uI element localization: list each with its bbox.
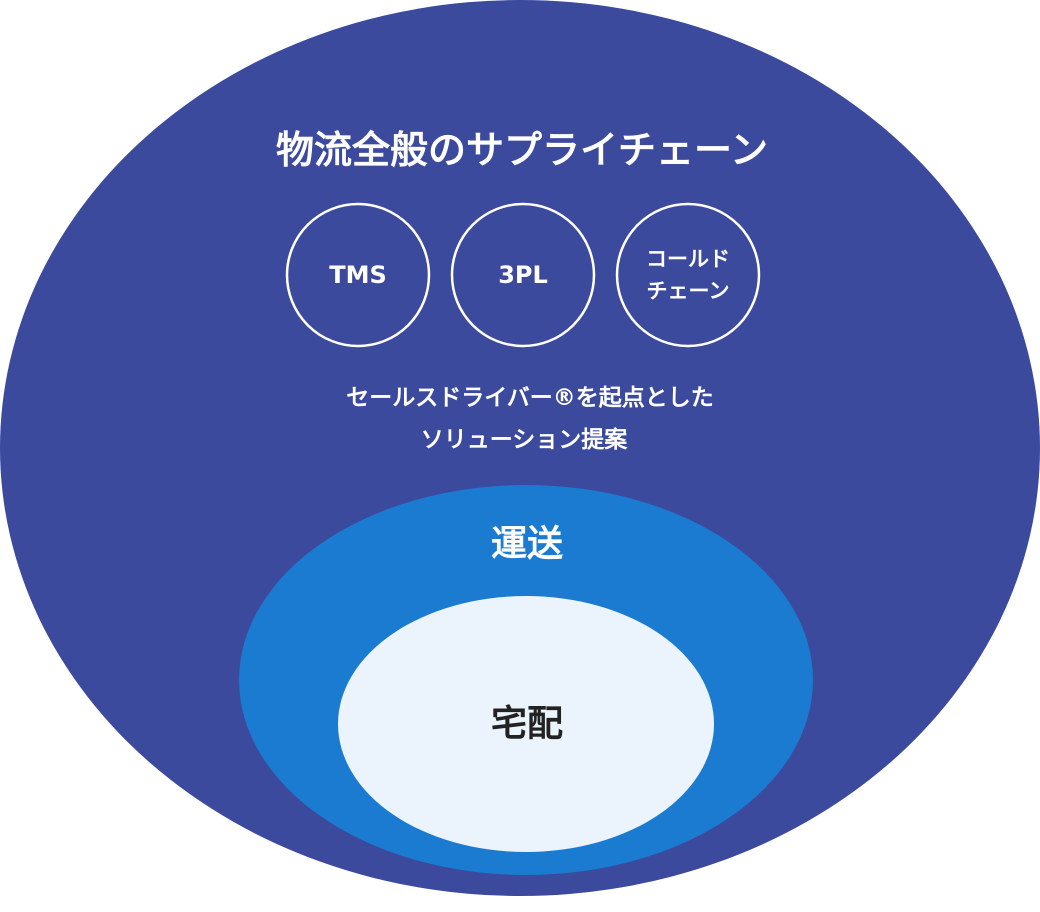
outer-title: 物流全般のサプライチェーン [276, 128, 768, 172]
inner-ellipse-delivery [338, 596, 714, 852]
description-line1: セールスドライバー®を起点とした [346, 385, 714, 411]
circle-cold-chain: コールド チェーン [615, 202, 761, 348]
circle-tms: TMS [285, 202, 431, 348]
circle-3pl-label: 3PL [498, 261, 548, 289]
description-line2: ソリューション提案 [421, 426, 629, 453]
circle-3pl: 3PL [450, 202, 596, 348]
delivery-label: 宅配 [491, 703, 563, 745]
circle-tms-label: TMS [329, 261, 387, 289]
circle-cold-chain-line2: チェーン [647, 279, 730, 303]
transport-label: 運送 [491, 524, 563, 565]
circle-cold-chain-line1: コールド [646, 247, 730, 271]
